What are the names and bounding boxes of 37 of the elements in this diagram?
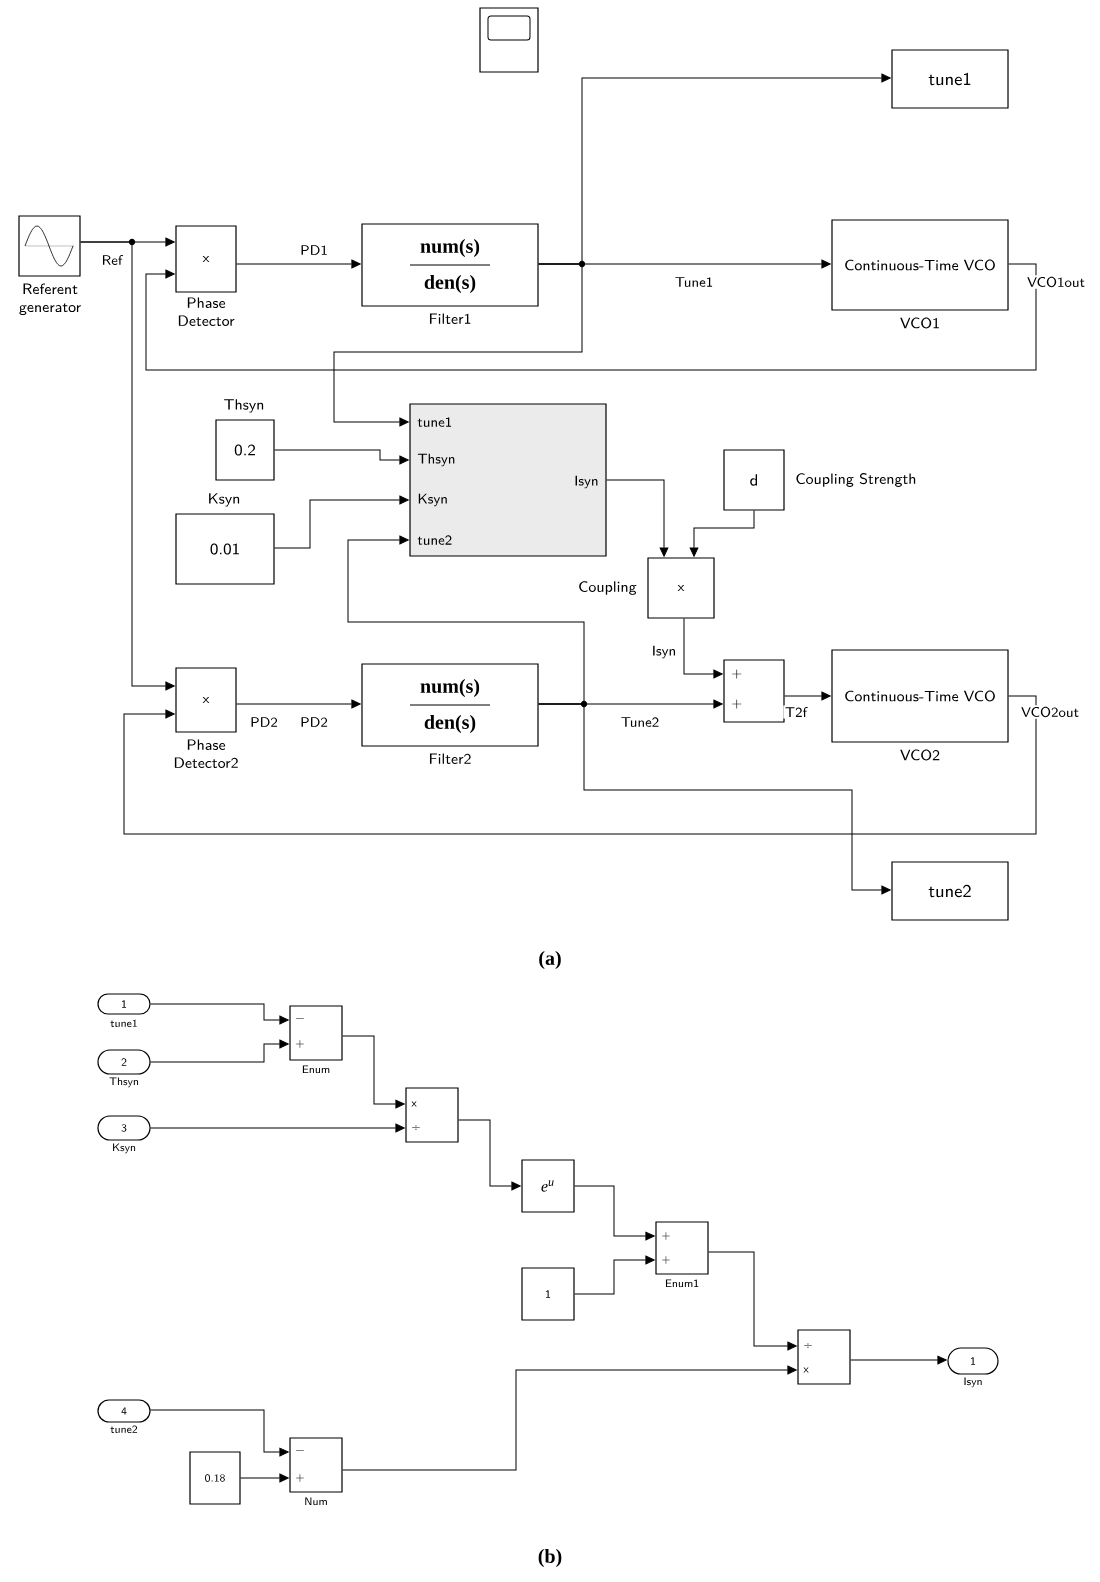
signal-line [850, 1355, 947, 1365]
signal-line [538, 703, 891, 895]
signal-line [784, 691, 831, 701]
constant-block: 0.01 [175, 513, 275, 585]
signal-line [150, 1003, 289, 1025]
signal-line [274, 449, 409, 465]
signal-line [708, 1251, 797, 1351]
signal-line [458, 1119, 521, 1191]
transfer-function-block: num(s) den(s) [361, 223, 539, 307]
signal-line [150, 1123, 405, 1133]
signal-line [80, 241, 175, 691]
signal-line [342, 1035, 405, 1109]
signal-line [574, 1185, 655, 1241]
signal-line [333, 263, 583, 427]
signal-line [123, 695, 1037, 835]
signal-line [683, 618, 723, 679]
constant-block: 0.2 [215, 419, 275, 481]
signal-line [574, 1255, 655, 1295]
signal-line [150, 1039, 289, 1063]
output-block: tune1 [891, 49, 1009, 109]
signal-line [606, 479, 669, 557]
signal-line [236, 699, 361, 709]
signal-line [236, 259, 361, 269]
signal-line [342, 1365, 797, 1471]
panel-label: (a) [539, 950, 561, 970]
scope-block [479, 7, 539, 73]
panel-label: (b) [538, 1548, 562, 1568]
signal-line [689, 510, 755, 557]
signal-line [150, 1409, 289, 1457]
output-block: tune2 [891, 861, 1009, 921]
signal-line [274, 495, 409, 549]
signal-line [145, 263, 1037, 371]
constant-block: d [723, 449, 785, 511]
signal-line [240, 1473, 289, 1483]
transfer-function-block: num(s) den(s) [361, 663, 539, 747]
exp-block: e$^{u}$ [521, 1159, 575, 1213]
signal-line [347, 535, 585, 705]
